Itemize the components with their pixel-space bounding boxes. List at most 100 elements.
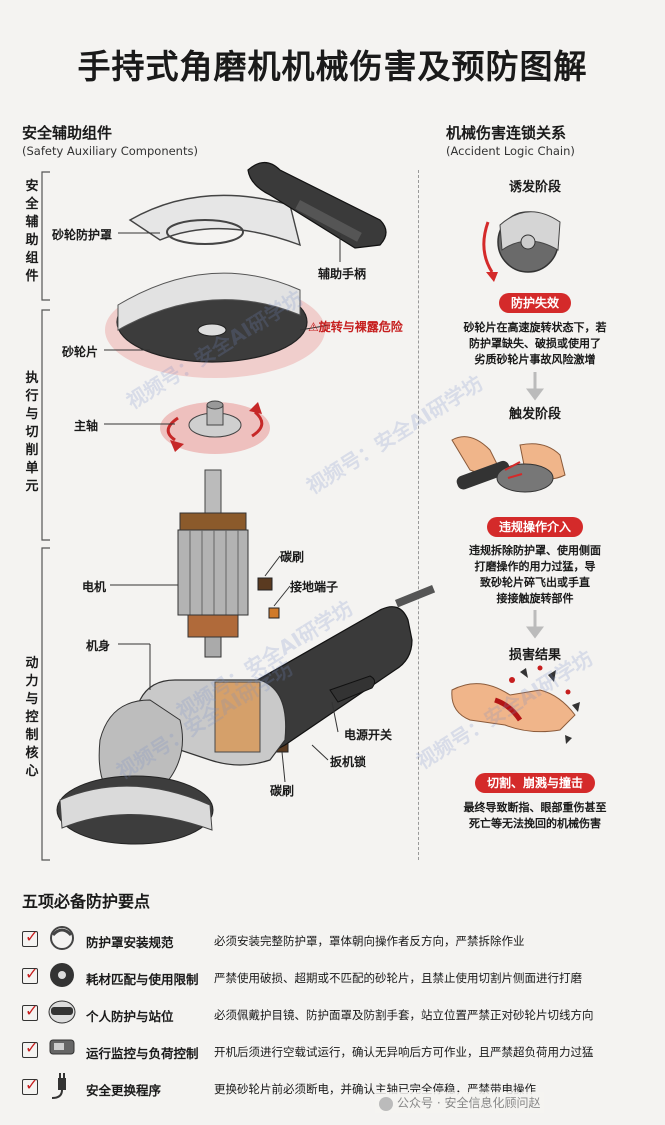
label-body: 机身 bbox=[86, 639, 111, 653]
group-label-char: 行 bbox=[25, 389, 39, 404]
stage3-title: 损害结果 bbox=[508, 648, 561, 663]
group-label-char: 控 bbox=[25, 710, 39, 725]
group-label-char: 制 bbox=[25, 728, 39, 743]
wheel-graphic bbox=[116, 272, 308, 363]
group-label-char: 件 bbox=[25, 269, 39, 284]
label-guard: 砂轮防护罩 bbox=[52, 228, 113, 242]
tip-desc: 必须安装完整防护罩，罩体朝向操作者反方向，严禁拆除作业 bbox=[214, 934, 525, 948]
tip-name: 运行监控与负荷控制 bbox=[86, 1046, 199, 1061]
tip-item: ✓ 安全更换程序 更换砂轮片前必须断电，并确认主轴已完全停稳，严禁带电操作 bbox=[22, 1075, 642, 1098]
tip-item: ✓ 防护罩安装规范 必须安装完整防护罩，罩体朝向操作者反方向，严禁拆除作业 bbox=[22, 927, 642, 950]
group-label-char: 全 bbox=[25, 197, 39, 212]
group-label-char: 组 bbox=[25, 251, 39, 266]
tip-desc: 开机后须进行空载试运行，确认无异响后方可作业，且严禁超负荷用力过猛 bbox=[214, 1045, 594, 1059]
power-switch-graphic bbox=[329, 675, 376, 703]
tip-name: 安全更换程序 bbox=[86, 1083, 162, 1098]
checkbox-icon: ✓ bbox=[22, 1001, 38, 1021]
tips-heading: 五项必备防护要点 bbox=[22, 892, 151, 911]
footer-account: 公众号 · 安全信息化顾问赵 bbox=[375, 1092, 545, 1113]
monitor-icon bbox=[54, 1041, 78, 1061]
disc-icon bbox=[54, 967, 78, 987]
group-label-char: 与 bbox=[25, 692, 39, 707]
checkbox-icon: ✓ bbox=[22, 964, 38, 984]
tip-item: ✓ 个人防护与站位 必须佩戴护目镜、防护面罩及防割手套，站立位置严禁正对砂轮片切… bbox=[22, 1001, 642, 1024]
guard-graphic bbox=[128, 194, 302, 247]
stage2-line: 打磨操作的用力过猛，导 bbox=[474, 560, 596, 573]
footer-account-text: 公众号 · 安全信息化顾问赵 bbox=[397, 1096, 541, 1110]
label-carbon-brush-bottom: 碳刷 bbox=[270, 784, 295, 798]
label-ground-terminal: 接地端子 bbox=[290, 580, 339, 594]
tip-item: ✓ 耗材匹配与使用限制 严禁使用破损、超期或不匹配的砂轮片，且禁止使用切割片侧面… bbox=[22, 964, 642, 987]
label-power-switch: 电源开关 bbox=[344, 728, 393, 742]
group-label-char: 辅 bbox=[25, 215, 39, 230]
stage2-line: 致砂轮片碎飞出或手直 bbox=[480, 576, 590, 589]
carbon-brush-top-graphic bbox=[257, 577, 273, 591]
tip-item: ✓ 运行监控与负荷控制 开机后须进行空载试运行，确认无异响后方可作业，且严禁超负… bbox=[22, 1038, 642, 1061]
group-label-char: 切 bbox=[25, 425, 39, 440]
tip-name: 个人防护与站位 bbox=[86, 1009, 174, 1024]
group-label-char: 与 bbox=[25, 407, 39, 422]
checkbox-icon: ✓ bbox=[22, 1075, 38, 1095]
stage2-desc: 违规拆除防护罩、使用侧面 打磨操作的用力过猛，导 致砂轮片碎飞出或手直 接接触旋… bbox=[430, 543, 640, 607]
section-divider bbox=[418, 170, 419, 860]
motor-graphic bbox=[177, 469, 249, 658]
stage3-desc: 最终导致断指、眼部重伤甚至 死亡等无法挽回的机械伤害 bbox=[430, 800, 640, 832]
tip-name: 耗材匹配与使用限制 bbox=[86, 972, 199, 987]
stage2-hands-graphic bbox=[451, 436, 566, 493]
left-section-subheading: (Safety Auxiliary Components) bbox=[22, 144, 198, 158]
group-label-char: 心 bbox=[25, 764, 39, 779]
group-label-power: 动力与控制核心 bbox=[24, 655, 40, 781]
group-label-char: 助 bbox=[25, 233, 39, 248]
label-trigger-lock: 扳机锁 bbox=[330, 755, 367, 769]
tip-desc: 必须佩戴护目镜、防护面罩及防割手套，站立位置严禁正对砂轮片切线方向 bbox=[214, 1008, 594, 1022]
stage3-line: 最终导致断指、眼部重伤甚至 bbox=[463, 801, 607, 814]
stage3-badge: 切割、崩溅与撞击 bbox=[474, 773, 595, 793]
right-section-heading: 机械伤害连锁关系 bbox=[446, 124, 567, 142]
group-label-char: 执 bbox=[25, 371, 39, 386]
label-motor: 电机 bbox=[82, 580, 107, 594]
ground-terminal-graphic bbox=[268, 607, 280, 619]
guard-icon bbox=[54, 930, 78, 950]
grinder-body-graphic bbox=[56, 585, 436, 845]
stage1-disc-graphic bbox=[482, 211, 561, 282]
group-label-char: 力 bbox=[25, 674, 39, 689]
stage3-line: 死亡等无法挽回的机械伤害 bbox=[469, 817, 601, 830]
checkbox-icon: ✓ bbox=[22, 1038, 38, 1058]
stage1-badge: 防护失效 bbox=[498, 293, 571, 313]
label-warning: ⚠旋转与裸露危险 bbox=[308, 320, 403, 334]
group-label-safety: 安全辅助组件 bbox=[24, 178, 40, 286]
stage1-line: 劣质砂轮片事故风险激增 bbox=[474, 353, 596, 366]
stage2-badge-wrap: 违规操作介入 bbox=[435, 516, 635, 537]
checkbox-icon: ✓ bbox=[22, 927, 38, 947]
group-label-char: 动 bbox=[25, 656, 39, 671]
stage1-badge-wrap: 防护失效 bbox=[435, 292, 635, 313]
stage1-line: 防护罩缺失、破损或使用了 bbox=[469, 337, 601, 350]
stage2-line: 违规拆除防护罩、使用侧面 bbox=[469, 544, 601, 557]
label-spindle: 主轴 bbox=[74, 419, 99, 433]
group-label-char: 单 bbox=[25, 461, 39, 476]
label-carbon-brush-top: 碳刷 bbox=[280, 550, 305, 564]
group-label-char: 削 bbox=[25, 443, 39, 458]
tip-icons bbox=[48, 926, 76, 1099]
tip-name: 防护罩安装规范 bbox=[86, 935, 174, 950]
stage3-badge-wrap: 切割、崩溅与撞击 bbox=[435, 772, 635, 793]
stage2-title: 触发阶段 bbox=[508, 407, 561, 422]
stage1-line: 砂轮片在高速旋转状态下，若 bbox=[463, 321, 607, 334]
stage2-badge: 违规操作介入 bbox=[486, 517, 583, 537]
wechat-icon bbox=[379, 1096, 393, 1111]
stage2-line: 接接触旋转部件 bbox=[496, 592, 574, 605]
stage3-injury-graphic bbox=[451, 665, 580, 744]
label-wheel: 砂轮片 bbox=[62, 345, 99, 359]
stage1-title: 诱发阶段 bbox=[508, 180, 561, 195]
goggles-icon bbox=[54, 1004, 78, 1024]
stage1-desc: 砂轮片在高速旋转状态下，若 防护罩缺失、破损或使用了 劣质砂轮片事故风险激增 bbox=[430, 320, 640, 368]
spindle-graphic bbox=[166, 400, 264, 452]
aux-handle-graphic bbox=[247, 161, 387, 249]
group-label-char: 元 bbox=[25, 479, 39, 494]
page-title: 手持式角磨机机械伤害及预防图解 bbox=[77, 47, 588, 86]
right-section-subheading: (Accident Logic Chain) bbox=[446, 144, 575, 158]
left-section-heading: 安全辅助组件 bbox=[22, 124, 113, 142]
tip-desc: 严禁使用破损、超期或不匹配的砂轮片，且禁止使用切割片侧面进行打磨 bbox=[214, 971, 582, 985]
group-label-execution: 执行与切削单元 bbox=[24, 370, 40, 496]
